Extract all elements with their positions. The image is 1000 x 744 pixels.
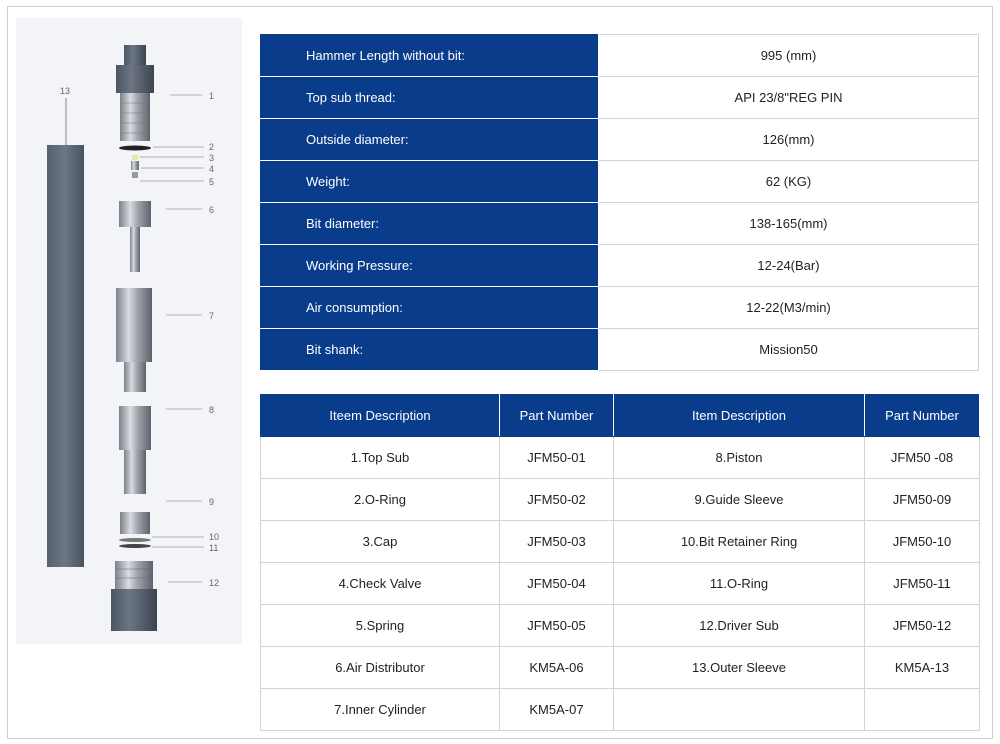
part-number: KM5A-06	[499, 646, 614, 689]
part-number: KM5A-13	[864, 646, 980, 689]
table-row: Bit shank:Mission50	[260, 328, 979, 371]
spec-value: 12-24(Bar)	[598, 244, 979, 287]
spec-value: API 23/8"REG PIN	[598, 76, 979, 119]
spec-value: 995 (mm)	[598, 34, 979, 77]
item-description: 1.Top Sub	[260, 436, 500, 479]
item-description: 2.O-Ring	[260, 478, 500, 521]
spec-value: 62 (KG)	[598, 160, 979, 203]
table-row: Working Pressure:12-24(Bar)	[260, 244, 979, 287]
diagram-label-8: 8	[209, 405, 214, 415]
air-distributor-part	[119, 201, 151, 272]
diagram-label-10: 10	[209, 532, 219, 542]
item-description: 5.Spring	[260, 604, 500, 647]
bit-retainer-ring-part	[119, 538, 151, 542]
diagram-label-7: 7	[209, 311, 214, 321]
o-ring-part	[119, 145, 151, 151]
header-item-description: Iteem Description	[260, 394, 500, 437]
exploded-hammer-diagram: 1 2 3 4 5 6 7 8 9 10 11 12 13	[16, 18, 242, 644]
piston-part	[119, 406, 151, 494]
item-description: 6.Air Distributor	[260, 646, 500, 689]
diagram-label-5: 5	[209, 177, 214, 187]
spring-part	[132, 172, 138, 178]
spec-label: Air consumption:	[260, 286, 599, 329]
part-number: JFM50-03	[499, 520, 614, 563]
header-part-number: Part Number	[499, 394, 614, 437]
spec-value: 126(mm)	[598, 118, 979, 161]
item-description: 12.Driver Sub	[613, 604, 865, 647]
spec-value: 138-165(mm)	[598, 202, 979, 245]
diagram-label-11: 11	[209, 543, 218, 553]
page-frame	[7, 6, 993, 739]
parts-table: Iteem Description Part Number Item Descr…	[260, 394, 980, 731]
part-number: JFM50-12	[864, 604, 980, 647]
part-number: JFM50-05	[499, 604, 614, 647]
diagram-label-6: 6	[209, 205, 214, 215]
diagram-label-3: 3	[209, 153, 214, 163]
driver-sub-part	[111, 561, 157, 631]
item-description: 9.Guide Sleeve	[613, 478, 865, 521]
header-part-number-2: Part Number	[864, 394, 980, 437]
part-number: JFM50-09	[864, 478, 980, 521]
spec-label: Hammer Length without bit:	[260, 34, 599, 77]
check-valve-part	[131, 161, 139, 170]
cap-part	[132, 155, 138, 160]
o-ring-11-part	[119, 544, 151, 548]
part-number	[864, 688, 980, 731]
part-number: JFM50 -08	[864, 436, 980, 479]
spec-value: 12-22(M3/min)	[598, 286, 979, 329]
diagram-label-1: 1	[209, 91, 214, 101]
diagram-label-2: 2	[209, 142, 214, 152]
item-description: 10.Bit Retainer Ring	[613, 520, 865, 563]
item-description: 7.Inner Cylinder	[260, 688, 500, 731]
top-sub-part	[116, 45, 154, 141]
part-number: JFM50-11	[864, 562, 980, 605]
diagram-label-9: 9	[209, 497, 214, 507]
inner-cylinder-part	[116, 288, 152, 392]
spec-label: Bit shank:	[260, 328, 599, 371]
spec-table: Hammer Length without bit:995 (mm) Top s…	[260, 34, 979, 371]
spec-label: Top sub thread:	[260, 76, 599, 119]
guide-sleeve-part	[120, 512, 150, 534]
item-description: 3.Cap	[260, 520, 500, 563]
spec-label: Weight:	[260, 160, 599, 203]
table-row: Outside diameter:126(mm)	[260, 118, 979, 161]
table-row: Top sub thread:API 23/8"REG PIN	[260, 76, 979, 119]
spec-value: Mission50	[598, 328, 979, 371]
diagram-label-12: 12	[209, 578, 219, 588]
header-item-description-2: Item Description	[613, 394, 865, 437]
item-description: 11.O-Ring	[613, 562, 865, 605]
spec-label: Outside diameter:	[260, 118, 599, 161]
part-number: JFM50-04	[499, 562, 614, 605]
table-row: Bit diameter:138-165(mm)	[260, 202, 979, 245]
diagram-label-4: 4	[209, 164, 214, 174]
spec-label: Bit diameter:	[260, 202, 599, 245]
part-number: JFM50-01	[499, 436, 614, 479]
diagram-label-13: 13	[60, 86, 70, 96]
item-description: 4.Check Valve	[260, 562, 500, 605]
table-row: Weight:62 (KG)	[260, 160, 979, 203]
part-number: JFM50-02	[499, 478, 614, 521]
item-description: 8.Piston	[613, 436, 865, 479]
table-row: Air consumption:12-22(M3/min)	[260, 286, 979, 329]
diagram-svg: 1 2 3 4 5 6 7 8 9 10 11 12 13	[47, 45, 219, 631]
outer-sleeve-part	[47, 145, 84, 567]
part-number: KM5A-07	[499, 688, 614, 731]
item-description	[613, 688, 865, 731]
table-header-row: Iteem Description Part Number Item Descr…	[260, 394, 980, 437]
part-number: JFM50-10	[864, 520, 980, 563]
spec-label: Working Pressure:	[260, 244, 599, 287]
item-description: 13.Outer Sleeve	[613, 646, 865, 689]
table-row: Hammer Length without bit:995 (mm)	[260, 34, 979, 77]
